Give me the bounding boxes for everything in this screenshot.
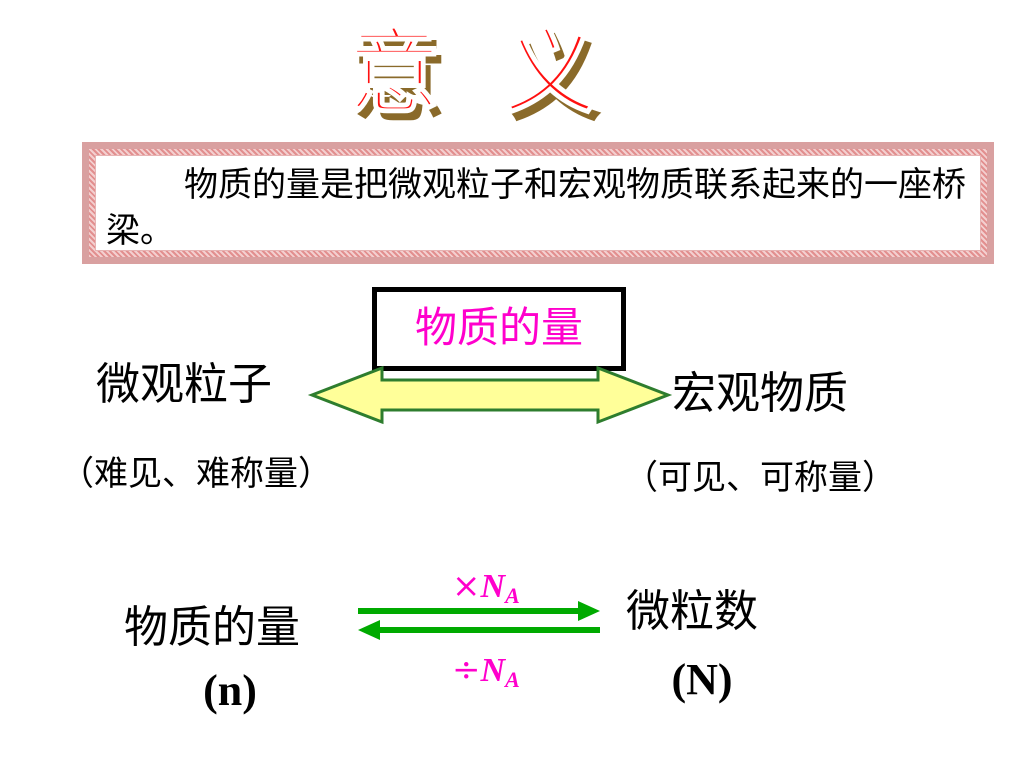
divide-constant: N	[480, 652, 506, 689]
multiply-constant-sub: A	[505, 583, 520, 608]
bridge-left-note: （难见、难称量）	[60, 454, 332, 494]
multiply-constant: N	[480, 568, 506, 605]
conversion-right-symbol: (N)	[671, 655, 733, 704]
conversion-left-label: 物质的量	[124, 602, 300, 653]
divide-constant-sub: A	[505, 667, 520, 692]
page-title-shadow: 意 义	[353, 27, 619, 134]
page-title: 意 义 意 义	[330, 18, 630, 138]
page-title-text: 意 义	[347, 18, 613, 127]
definition-text: 物质的量是把微观粒子和宏观物质联系起来的一座桥梁。	[95, 155, 981, 251]
multiply-na-label: ×NA	[452, 566, 520, 616]
conversion-arrows-icon	[358, 601, 600, 640]
bridge-right-label: 宏观物质	[672, 368, 848, 419]
multiply-operator: ×	[452, 566, 481, 606]
conversion-left-symbol: (n)	[203, 666, 257, 715]
divide-operator: ÷	[452, 650, 481, 690]
bridge-right-note: （可见、可称量）	[624, 458, 896, 498]
divide-na-label: ÷NA	[452, 650, 520, 700]
bridge-left-label: 微观粒子	[96, 359, 272, 410]
definition-box: 物质的量是把微观粒子和宏观物质联系起来的一座桥梁。	[82, 142, 994, 264]
conversion-right-label: 微粒数	[626, 586, 758, 637]
double-arrow-icon	[307, 365, 673, 425]
bridge-center-label: 物质的量	[372, 287, 626, 371]
